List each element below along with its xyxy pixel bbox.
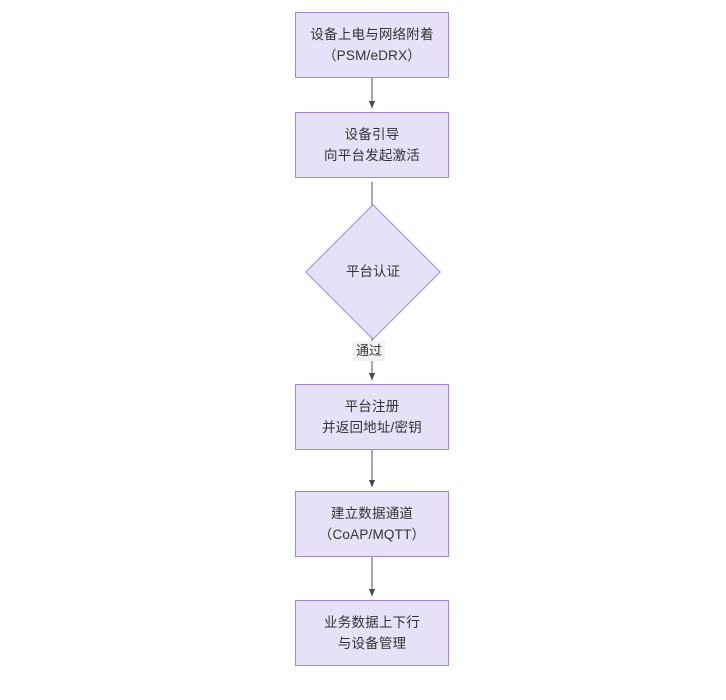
flow-node-label: 设备引导 向平台发起激活 (324, 127, 420, 163)
flow-node-platform-register[interactable]: 平台注册 并返回地址/密钥 (295, 384, 449, 450)
flow-node-label: 设备上电与网络附着 （PSM/eDRX） (310, 27, 434, 63)
flow-node-label: 建立数据通道 （CoAP/MQTT） (318, 506, 426, 542)
flow-node-data-channel[interactable]: 建立数据通道 （CoAP/MQTT） (295, 491, 449, 557)
flow-node-business-data[interactable]: 业务数据上下行 与设备管理 (295, 600, 449, 666)
flow-node-label: 平台认证 (346, 264, 400, 279)
flow-node-device-power-on[interactable]: 设备上电与网络附着 （PSM/eDRX） (295, 12, 449, 78)
flow-node-platform-auth[interactable]: 平台认证 (305, 204, 441, 340)
flow-node-device-bootstrap[interactable]: 设备引导 向平台发起激活 (295, 112, 449, 178)
flow-node-label: 平台注册 并返回地址/密钥 (322, 399, 422, 435)
flow-node-label: 业务数据上下行 与设备管理 (324, 615, 420, 651)
edge-label-pass: 通过 (353, 341, 386, 361)
